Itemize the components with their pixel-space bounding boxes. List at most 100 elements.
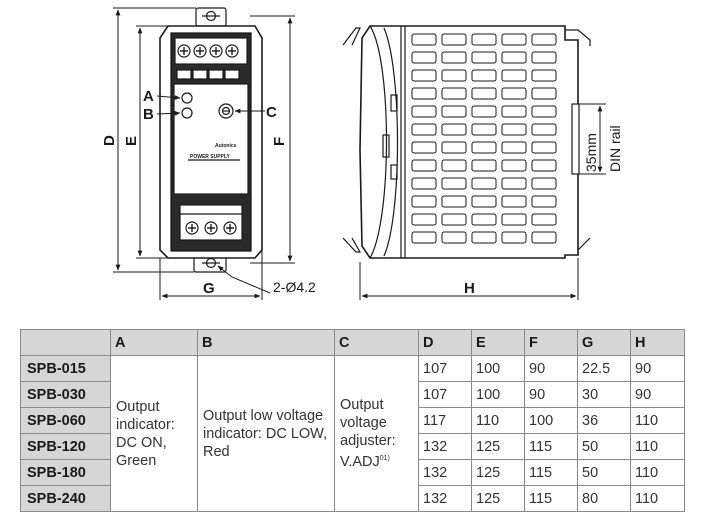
vent-slot [501, 231, 527, 244]
vent-slot [411, 213, 437, 226]
vent-slot [411, 69, 437, 82]
g-cell: 22.5 [577, 355, 631, 382]
table-header-row: A B C D E F G H [20, 329, 685, 356]
hole-label: 2-Ø4.2 [273, 279, 316, 295]
label-d: D [101, 135, 118, 146]
header-cell: B [197, 329, 335, 356]
g-cell: 50 [577, 459, 631, 486]
f-cell: 115 [524, 459, 578, 486]
header-cell: F [524, 329, 578, 356]
vent-slots [411, 33, 557, 244]
d-cell: 117 [418, 407, 472, 434]
vent-slot [411, 87, 437, 100]
vent-slot [471, 123, 497, 136]
g-cell: 80 [577, 485, 631, 512]
vent-slot [471, 87, 497, 100]
label-e: E [123, 136, 140, 146]
vent-slot [411, 141, 437, 154]
d-cell: 132 [418, 485, 472, 512]
vent-slot [411, 177, 437, 190]
model-cell: SPB-180 [20, 459, 111, 486]
din-label-1: 35mm [583, 133, 599, 172]
table-row: SPB-030 107 100 90 30 90 [20, 381, 685, 408]
vent-slot [441, 123, 467, 136]
vent-slot [501, 141, 527, 154]
vent-slot [531, 123, 557, 136]
front-view [159, 7, 263, 273]
vent-slot [441, 51, 467, 64]
table-row: SPB-060 117 110 100 36 110 [20, 407, 685, 434]
vent-slot [411, 105, 437, 118]
h-cell: 110 [630, 485, 685, 512]
desc-c-text: Output voltage adjuster: V.ADJ [340, 397, 396, 470]
f-cell: 115 [524, 433, 578, 460]
header-cell: H [630, 329, 685, 356]
d-cell: 132 [418, 433, 472, 460]
vent-slot [501, 69, 527, 82]
model-cell: SPB-060 [20, 407, 111, 434]
product-label: POWER SUPPLY [190, 154, 230, 160]
f-cell: 100 [524, 407, 578, 434]
f-cell: 90 [524, 381, 578, 408]
vent-slot [531, 33, 557, 46]
vent-slot [441, 159, 467, 172]
vent-slot [531, 87, 557, 100]
vent-slot [471, 195, 497, 208]
vent-slot [411, 159, 437, 172]
vent-slot [531, 69, 557, 82]
vent-slot [531, 105, 557, 118]
brand-label: Autonics [215, 143, 237, 149]
vent-slot [411, 195, 437, 208]
model-cell: SPB-015 [20, 355, 111, 382]
vent-slot [411, 51, 437, 64]
indicator-leaders [156, 95, 265, 116]
side-view [342, 25, 591, 259]
front-dimensions [113, 7, 295, 300]
vent-slot [471, 177, 497, 190]
vent-slot [531, 231, 557, 244]
label-g: G [203, 280, 215, 297]
vent-slot [531, 159, 557, 172]
desc-c-cell: Output voltage adjuster: V.ADJ01) [334, 355, 419, 512]
label-h: H [464, 280, 475, 297]
f-cell: 90 [524, 355, 578, 382]
vent-slot [471, 33, 497, 46]
vent-slot [501, 51, 527, 64]
vent-slot [411, 123, 437, 136]
vent-slot [441, 105, 467, 118]
e-cell: 100 [471, 381, 525, 408]
header-cell: E [471, 329, 525, 356]
vent-slot [531, 177, 557, 190]
table-row: SPB-120 132 125 115 50 110 [20, 433, 685, 460]
g-cell: 30 [577, 381, 631, 408]
d-cell: 132 [418, 459, 472, 486]
vent-slot [471, 141, 497, 154]
vent-slot [441, 177, 467, 190]
e-cell: 125 [471, 459, 525, 486]
d-cell: 107 [418, 355, 472, 382]
h-cell: 90 [630, 381, 685, 408]
vent-slot [411, 231, 437, 244]
label-b: B [143, 106, 154, 123]
desc-b-cell: Output low voltage indicator: DC LOW, Re… [197, 355, 335, 512]
e-cell: 125 [471, 433, 525, 460]
vent-slot [441, 141, 467, 154]
vent-slot [441, 213, 467, 226]
model-cell: SPB-240 [20, 485, 111, 512]
vent-slot [471, 213, 497, 226]
d-cell: 107 [418, 381, 472, 408]
g-cell: 36 [577, 407, 631, 434]
vent-slot [501, 195, 527, 208]
vent-slot [501, 33, 527, 46]
vent-slot [441, 195, 467, 208]
h-cell: 110 [630, 407, 685, 434]
header-cell: D [418, 329, 472, 356]
vent-slot [441, 231, 467, 244]
vent-slot [471, 51, 497, 64]
e-cell: 110 [471, 407, 525, 434]
table-row: SPB-015 Output indicator: DC ON, Green O… [20, 355, 685, 512]
header-cell: A [110, 329, 198, 356]
f-cell: 115 [524, 485, 578, 512]
table-row: SPB-240 132 125 115 80 110 [20, 485, 685, 512]
spec-table: A B C D E F G H SPB-015 Output indicator… [20, 329, 685, 512]
